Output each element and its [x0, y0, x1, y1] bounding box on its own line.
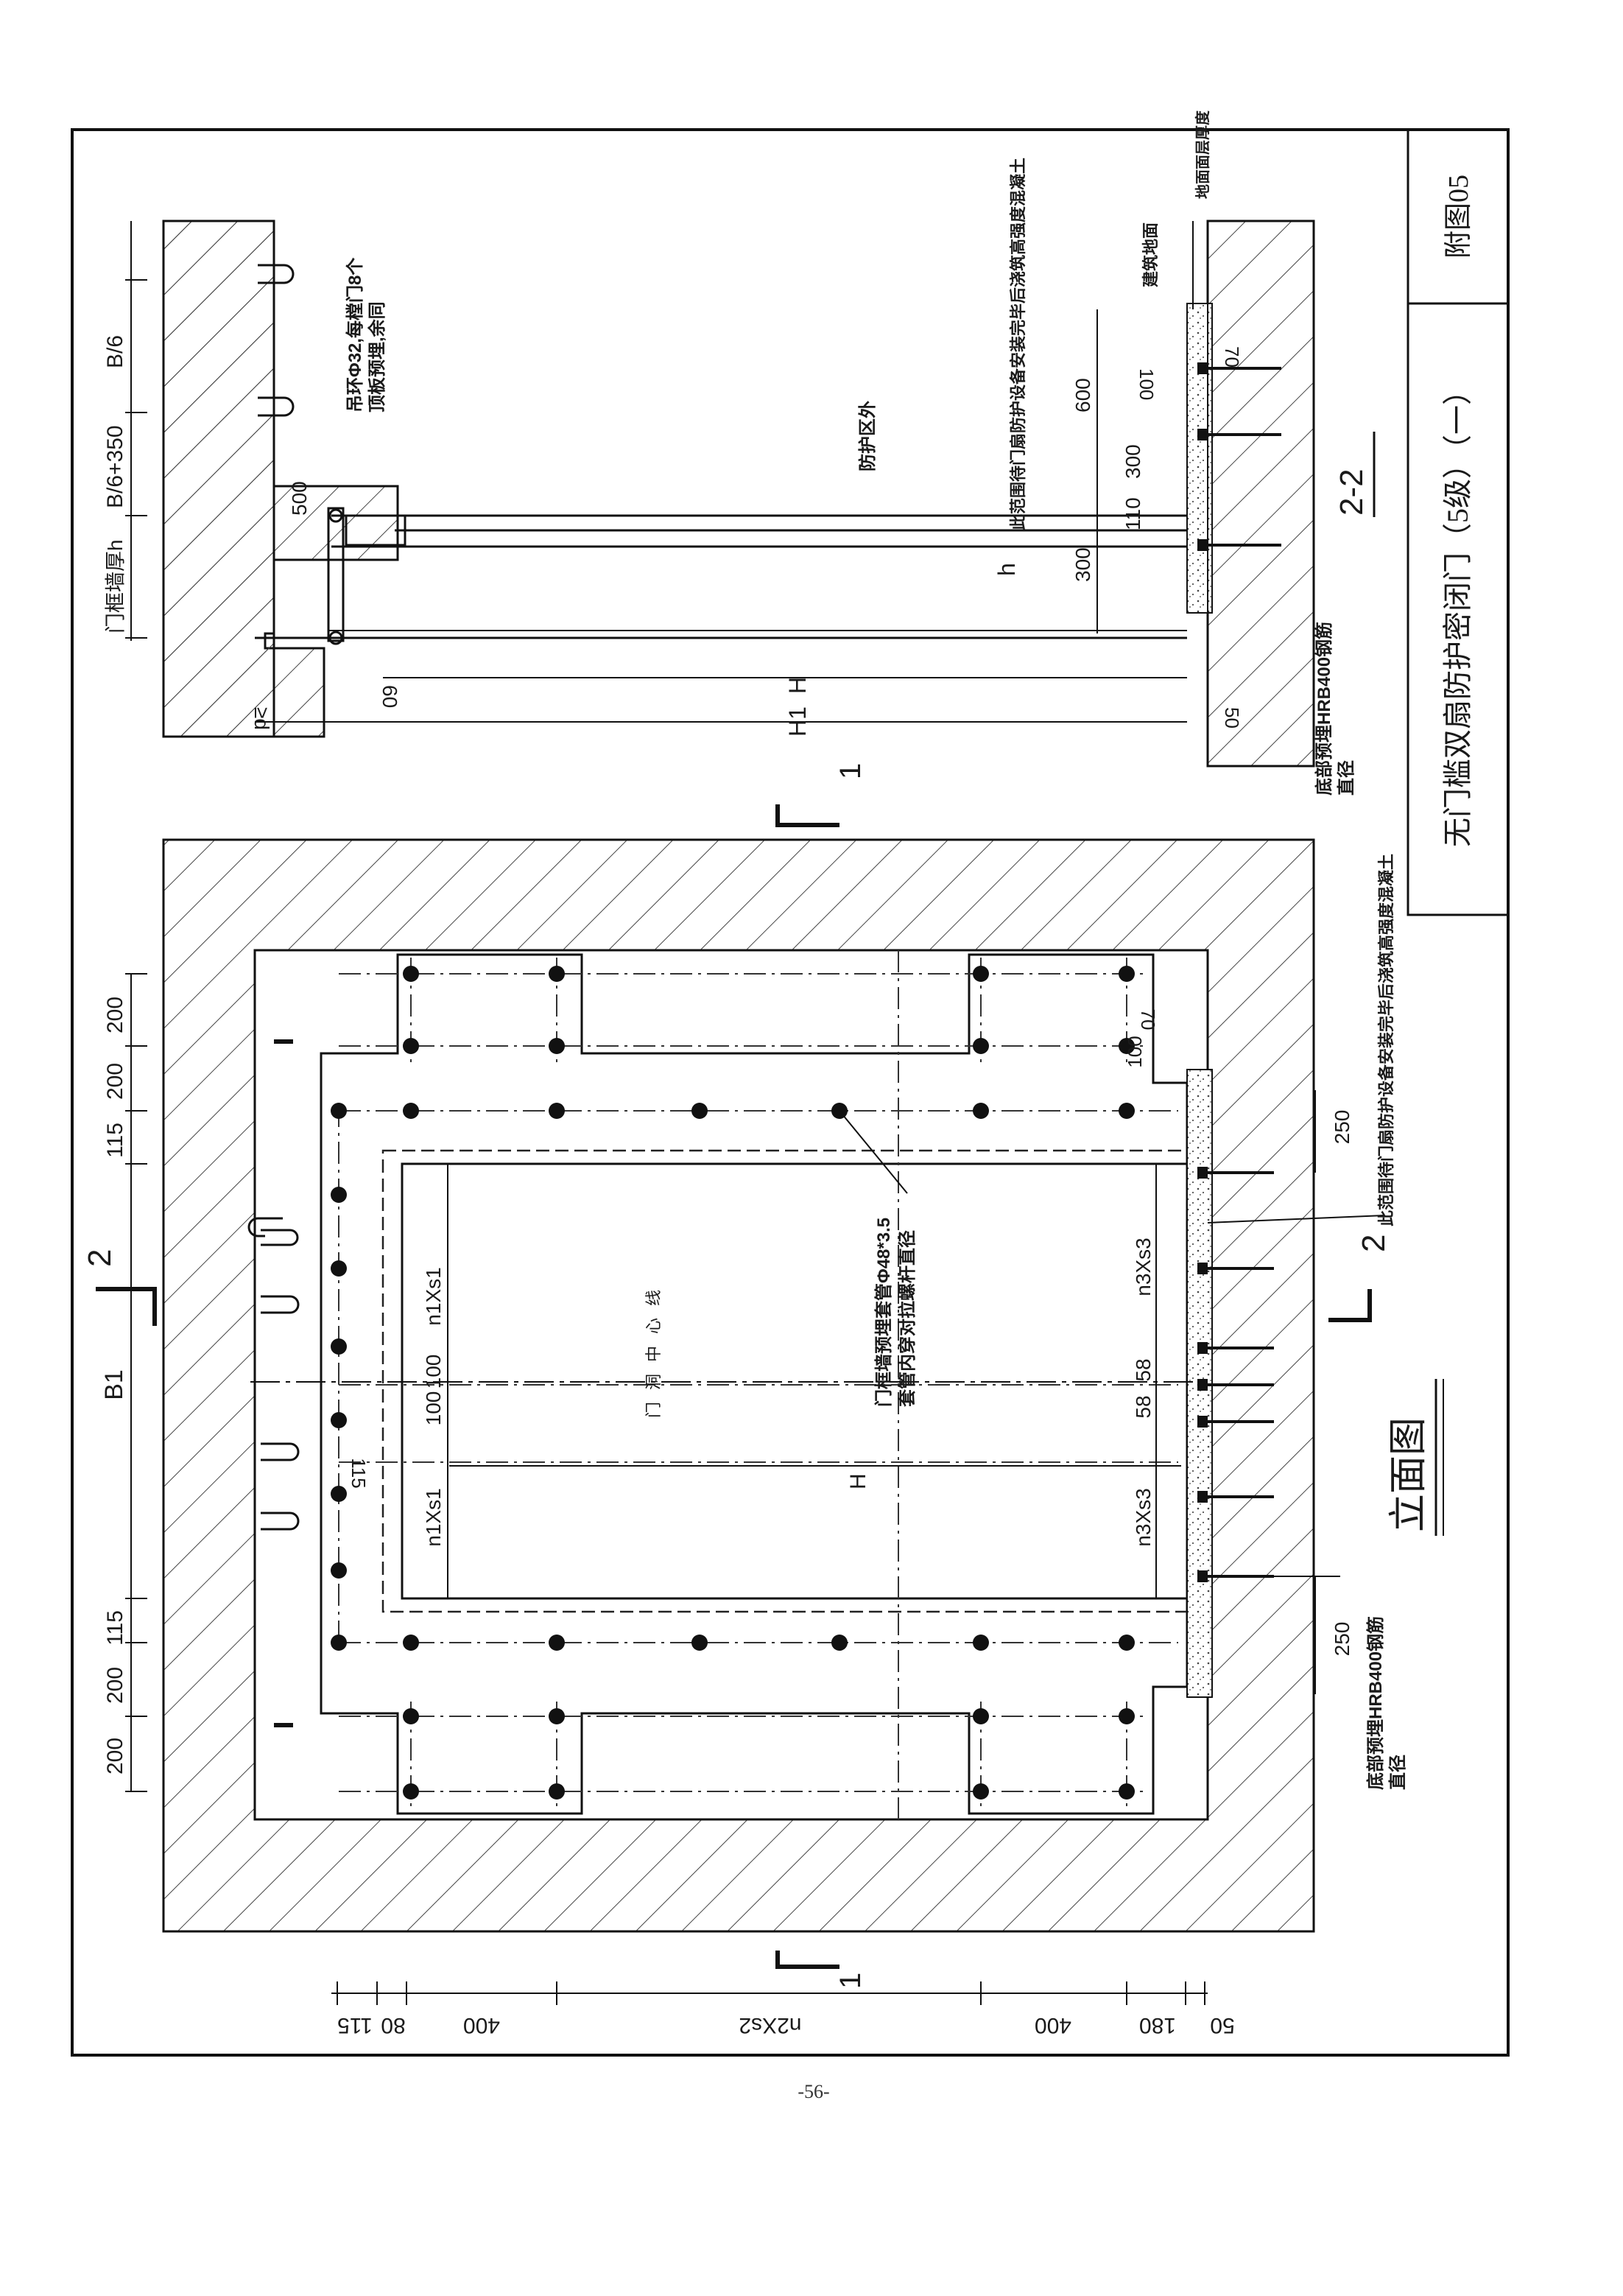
dim-100-a: 100: [422, 1355, 445, 1389]
label-50: 50: [1221, 707, 1243, 729]
label-110: 110: [1122, 497, 1144, 530]
dim-bottom-400-b: 400: [1035, 2013, 1071, 2037]
note-lifting-ring: 吊环Φ32,每樘门8个: [345, 257, 365, 412]
dim-left-200-d: 200: [103, 1738, 127, 1774]
sleeve-bolts: [331, 966, 1135, 1800]
section-floor-hatch: [1206, 220, 1315, 768]
dim-58-b: 58: [1132, 1395, 1155, 1418]
dim-n1xs1-b: n1Xs1: [422, 1488, 445, 1546]
note-bottom-rebar-section: 底部预埋HRB400钢筋: [1314, 622, 1334, 796]
drawing-title: 无门槛双扇防护密闭门（5级）（一）: [1441, 376, 1474, 847]
dim-100-right: 100: [1124, 1036, 1146, 1067]
section-2-2: 门框墙厚h B/6+350 B/6 500 吊环Φ32,每樘门8个 顶板预埋,余…: [103, 110, 1376, 796]
dim-n1xs1-a: n1Xs1: [422, 1267, 445, 1325]
drawing-number: 附图05: [1443, 175, 1474, 259]
section-mark-2-right: 2: [1356, 1235, 1392, 1252]
section-lifting-rings: [258, 264, 295, 417]
label-60: 60: [379, 685, 401, 708]
section-mark-1-bottom: 1: [834, 1973, 867, 1989]
section-2-2-label: 2-2: [1334, 468, 1370, 516]
label-wall-thickness: 门框墙厚h: [104, 539, 127, 633]
label-h: h: [993, 563, 1020, 576]
dim-left-200-c: 200: [103, 1667, 127, 1704]
dim-n3xs3-a: n3Xs3: [1132, 1237, 1155, 1296]
note-bottom-rebar-section-2: 直径: [1337, 760, 1356, 796]
dim-250-bottom: 250: [1331, 1622, 1353, 1657]
dim-bottom-50: 50: [1210, 2013, 1234, 2037]
note-floor: 建筑地面: [1141, 222, 1160, 287]
dim-bottom-115: 115: [337, 2013, 373, 2037]
label-H: H: [784, 677, 811, 694]
elevation-dim-H: H: [846, 1473, 870, 1489]
label-500: 500: [288, 481, 311, 516]
dim-left-200-a: 200: [103, 997, 127, 1033]
lifting-rings: [247, 1217, 290, 1531]
dim-bottom-n2xs2: n2Xs2: [739, 2013, 801, 2037]
dim-250-top: 250: [1331, 1110, 1353, 1145]
label-b6: B/6: [103, 335, 127, 368]
label-protected-outside: 防护区外: [857, 401, 878, 471]
hinge-detail: [327, 507, 406, 645]
note-floor-finish: 地面面层厚度: [1194, 110, 1211, 199]
note-bottom-rebar-elev: 底部预埋HRB400钢筋: [1365, 1616, 1386, 1790]
page-number: -56-: [798, 2081, 830, 2102]
dim-100-b: 100: [422, 1391, 445, 1426]
sheet-border: [71, 128, 1510, 2057]
dim-bottom-80: 80: [381, 2013, 405, 2037]
label-600: 600: [1071, 378, 1094, 412]
label-H1: H1: [784, 706, 811, 737]
label-70: 70: [1221, 346, 1243, 368]
dim-bottom-400-a: 400: [463, 2013, 500, 2037]
dim-58-a: 58: [1132, 1358, 1155, 1381]
section-mark-1-top: 1: [834, 763, 867, 779]
label-300-a: 300: [1122, 444, 1144, 479]
dim-n3xs3-b: n3Xs3: [1132, 1488, 1155, 1546]
dim-115-inner: 115: [348, 1458, 370, 1488]
door-centerline-label: 门洞中心线: [644, 1278, 663, 1418]
label-300-b: 300: [1071, 547, 1094, 582]
dim-left-115-a: 115: [103, 1123, 127, 1158]
dim-left-200-b: 200: [103, 1063, 127, 1100]
note-bottom-rebar-elev-2: 直径: [1388, 1755, 1408, 1790]
note-lifting-ring-2: 顶板预埋,余同: [367, 301, 387, 412]
section-mark-2-left: 2: [82, 1249, 118, 1267]
dim-70-right: 70: [1137, 1009, 1159, 1031]
elevation-view-title: 立面图: [1388, 1417, 1430, 1532]
note-groove-section: 此范围待门扇防护设备安装完毕后浇筑高强度混凝土: [1009, 158, 1027, 530]
dim-left-115-b: 115: [103, 1610, 127, 1646]
label-100: 100: [1136, 368, 1158, 400]
dim-bottom-180: 180: [1139, 2013, 1176, 2037]
elevation-view: 1 1 2 2 门洞中心线 H n1Xs1 100 100 n1Xs1 115 …: [82, 763, 1444, 2037]
dim-left-B1: B1: [100, 1369, 128, 1400]
note-groove-elev: 此范围待门扇防护设备安装完毕后浇筑高强度混凝土: [1377, 854, 1395, 1226]
label-b6-350: B/6+350: [103, 425, 127, 508]
note-sleeve: 门框墙预埋套管Φ48*3.5: [873, 1218, 894, 1407]
note-sleeve-2: 套管内穿对拉螺杆直径: [897, 1230, 918, 1407]
title-block: 附图05 无门槛双扇防护密闭门（5级）（一）: [1407, 128, 1510, 916]
label-d: ≥d: [250, 707, 273, 730]
